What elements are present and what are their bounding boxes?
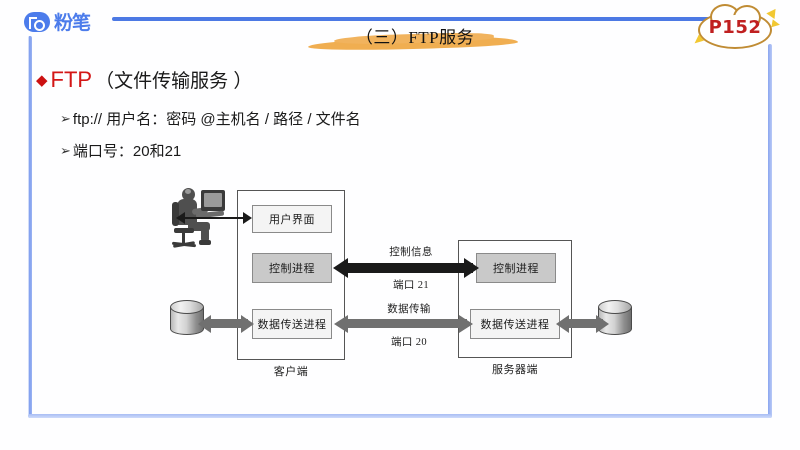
server-box-data-transfer-process: 数据传送进程: [470, 309, 560, 339]
bullet-item-1: ➢ 端口号：20和21: [60, 140, 181, 161]
control-link-title: 控制信息: [389, 247, 433, 258]
arrow-bullet-icon: ➢: [60, 142, 71, 158]
server-label: 服务器端: [492, 364, 538, 376]
heading-main-text: FTP: [50, 66, 93, 92]
header-divider-line: [112, 17, 712, 21]
bullet-text-1: 端口号：20和21: [72, 143, 182, 160]
page-number-text: P152: [708, 17, 762, 38]
brand-logo-text: 粉笔: [54, 12, 91, 34]
server-container: [458, 240, 572, 358]
cloud-inner-fill: [710, 15, 760, 37]
bullet-item-0: ➢ ftp:// 用户名：密码 @主机名 / 路径 / 文件名: [60, 108, 361, 129]
page-number-badge: P152: [691, 4, 781, 54]
slide-border-left: [28, 36, 32, 418]
slide-border-right: [768, 44, 772, 418]
data-link-title: 数据传输: [387, 304, 431, 315]
slide-title: （三）FTP服务: [300, 18, 530, 52]
bullet-text-0: ftp:// 用户名：密码 @主机名 / 路径 / 文件名: [72, 111, 361, 128]
arrow-bullet-icon: ➢: [60, 110, 71, 126]
slide-border-bottom: [28, 414, 772, 418]
brand-logo: 粉笔: [24, 8, 91, 35]
client-box-user-interface: 用户界面: [252, 205, 332, 233]
client-box-control-process: 控制进程: [252, 253, 332, 283]
control-link-port: 端口 21: [392, 280, 430, 291]
diamond-bullet-icon: ◆: [36, 72, 48, 89]
slide-title-text: （三）FTP服务: [355, 27, 475, 47]
client-label: 客户端: [273, 366, 309, 378]
client-box-data-transfer-process: 数据传送进程: [252, 309, 332, 339]
fb-logo-icon: [24, 11, 50, 32]
server-box-control-process: 控制进程: [476, 253, 556, 283]
heading-paren-text: （文件传输服务 ）: [95, 71, 253, 92]
data-link-port: 端口 20: [390, 337, 428, 348]
content-heading: ◆ FTP （文件传输服务 ）: [36, 66, 252, 93]
